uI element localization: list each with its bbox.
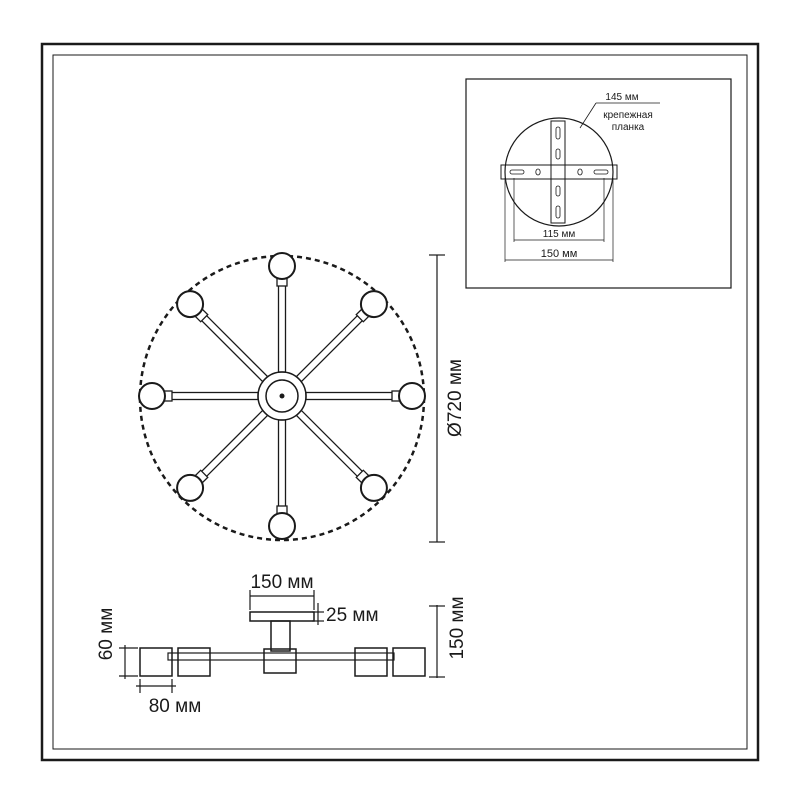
diameter-label: Ø720 мм bbox=[445, 359, 466, 437]
plate-bar-horizontal bbox=[500, 164, 618, 180]
arm-rod bbox=[277, 279, 287, 373]
shade-width-label: 80 мм bbox=[149, 696, 202, 717]
outer-width-label: 150 мм bbox=[541, 248, 578, 260]
inner-width-label: 115 мм bbox=[543, 229, 576, 240]
lamp-arm bbox=[305, 382, 426, 410]
plate-caption-line2: планка bbox=[612, 122, 645, 133]
lamp-arm bbox=[268, 252, 296, 373]
plate-caption-line1: крепежная bbox=[603, 110, 653, 121]
plate-slot-right bbox=[593, 169, 609, 175]
arm-rod bbox=[295, 310, 368, 383]
arm-rod bbox=[295, 409, 368, 482]
lamp-arm bbox=[176, 409, 269, 502]
lamp-shade bbox=[176, 473, 205, 502]
arm-rod bbox=[165, 391, 259, 401]
arms-group bbox=[138, 252, 426, 540]
outer-frame bbox=[40, 42, 760, 762]
hub-center-dot bbox=[279, 393, 285, 399]
plate-slot-bottom bbox=[555, 205, 561, 219]
total-height-label: 150 мм bbox=[447, 596, 468, 659]
plate-hole-left bbox=[535, 168, 541, 176]
lamp-shade bbox=[359, 290, 388, 319]
plate-slot-upper-mid bbox=[555, 148, 561, 160]
lamp-shade bbox=[138, 382, 166, 410]
lamp-shade bbox=[176, 290, 205, 319]
plate-size-label: 145 мм bbox=[605, 92, 638, 103]
lamp-arm bbox=[295, 290, 388, 383]
plate-slot-top bbox=[555, 126, 561, 140]
lamp-shade bbox=[398, 382, 426, 410]
canopy-width-label: 150 мм bbox=[250, 572, 313, 593]
arm-rod bbox=[196, 409, 269, 482]
arm-rod bbox=[196, 310, 269, 383]
top-view: Ø720 мм bbox=[138, 252, 466, 543]
inner-frame bbox=[52, 54, 748, 750]
side-view: 150 мм 25 мм 150 мм 60 мм 80 мм bbox=[96, 572, 468, 717]
arm-rod bbox=[277, 419, 287, 513]
lamp-arm bbox=[268, 419, 296, 540]
plate-bar-vertical bbox=[550, 120, 566, 224]
lamp-arm bbox=[295, 409, 388, 502]
shade-height-label: 60 мм bbox=[96, 608, 117, 661]
center-rod bbox=[270, 620, 291, 652]
hub-outer bbox=[257, 371, 307, 421]
lamp-shade bbox=[268, 512, 296, 540]
mounting-plate-inset: 145 мм крепежная планка 115 мм 150 мм bbox=[465, 78, 732, 289]
shade-4 bbox=[392, 647, 426, 677]
plate-slot-left bbox=[509, 169, 525, 175]
plate-label-leader bbox=[579, 102, 597, 129]
canopy bbox=[249, 611, 315, 622]
hub-inner bbox=[265, 379, 299, 413]
shade-3 bbox=[354, 647, 388, 677]
arm-rod bbox=[305, 391, 399, 401]
lamp-shade bbox=[268, 252, 296, 280]
shade-1 bbox=[139, 647, 173, 677]
canopy-height-label: 25 мм bbox=[326, 605, 379, 626]
lamp-shade bbox=[359, 473, 388, 502]
lamp-arm bbox=[138, 382, 259, 410]
plate-slot-lower-mid bbox=[555, 185, 561, 197]
plate-circle bbox=[504, 117, 614, 227]
plate-hole-right bbox=[577, 168, 583, 176]
shade-2 bbox=[177, 647, 211, 677]
side-hub bbox=[263, 648, 297, 674]
inset-frame bbox=[465, 78, 732, 289]
lamp-arm bbox=[176, 290, 269, 383]
arm-bar bbox=[167, 652, 395, 661]
